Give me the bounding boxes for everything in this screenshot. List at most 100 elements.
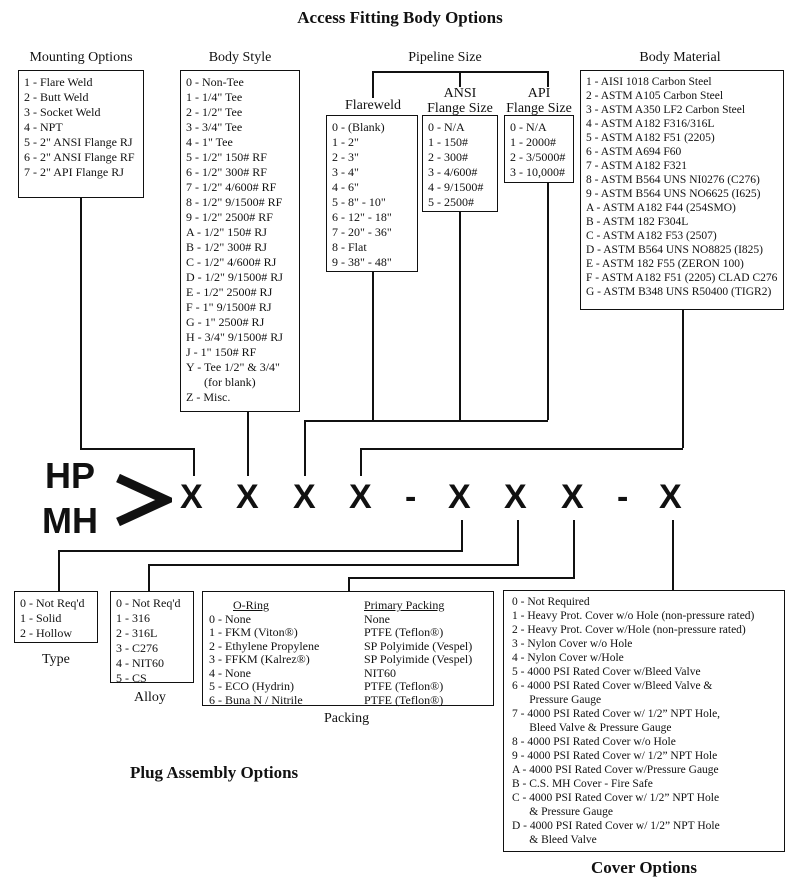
body-style-option: C - 1/2" 4/600# RJ <box>186 255 277 269</box>
api-header-line2: Flange Size <box>506 101 572 116</box>
code-x-packing: X <box>561 478 584 516</box>
cover-option: & Bleed Valve <box>512 834 597 846</box>
body-style-option: D - 1/2" 9/1500# RJ <box>186 270 283 284</box>
body-style-option: Z - Misc. <box>186 390 231 404</box>
body-material-option: 1 - AISI 1018 Carbon Steel <box>586 76 712 88</box>
code-dash-1: - <box>405 478 417 516</box>
connector-body-style <box>247 412 249 476</box>
connector-packing-v <box>573 520 575 578</box>
ansi-option: 0 - N/A <box>428 120 465 134</box>
cover-options-title: Cover Options <box>591 858 697 877</box>
flareweld-option: 4 - 6" <box>332 180 359 194</box>
cover-option: 1 - Heavy Prot. Cover w/o Hole (non-pres… <box>512 610 755 622</box>
mounting-option: 4 - NPT <box>24 120 63 134</box>
pipeline-bracket-right <box>547 71 549 87</box>
body-style-option: 8 - 1/2" 9/1500# RF <box>186 195 283 209</box>
packing-row: 3 - FFKM (Kalrez®) SP Polyimide (Vespel) <box>209 652 473 667</box>
mounting-option: 2 - Butt Weld <box>24 90 89 104</box>
body-material-box: 1 - AISI 1018 Carbon Steel 2 - ASTM A105… <box>580 70 784 310</box>
flareweld-box: 0 - (Blank) 1 - 2" 2 - 3" 3 - 4" 4 - 6" … <box>326 115 418 272</box>
body-style-option: B - 1/2" 300# RJ <box>186 240 267 254</box>
type-option: 1 - Solid <box>20 611 62 625</box>
cover-option: 6 - 4000 PSI Rated Cover w/Bleed Valve & <box>512 680 713 692</box>
packing-cell: SP Polyimide (Vespel) <box>364 652 473 666</box>
cover-option: 4 - Nylon Cover w/Hole <box>512 652 624 664</box>
alloy-option: 1 - 316 <box>116 611 150 625</box>
body-material-option: E - ASTM 182 F55 (ZERON 100) <box>586 258 744 270</box>
ansi-option: 1 - 150# <box>428 135 468 149</box>
connector-mounting <box>80 198 82 448</box>
body-style-option: 2 - 1/2" Tee <box>186 105 243 119</box>
packing-cell: NIT60 <box>364 665 396 680</box>
mounting-option: 1 - Flare Weld <box>24 75 93 89</box>
oring-cell: 0 - None <box>209 611 251 626</box>
packing-row: 6 - Buna N / Nitrile PTFE (Teflon®) <box>209 692 472 708</box>
body-material-option: 8 - ASTM B564 UNS NI0276 (C276) <box>586 174 760 186</box>
code-x-type: X <box>448 478 471 516</box>
ansi-option: 3 - 4/600# <box>428 165 478 179</box>
cover-option: 2 - Heavy Prot. Cover w/Hole (non-pressu… <box>512 624 746 636</box>
body-material-option: 3 - ASTM A350 LF2 Carbon Steel <box>586 104 746 116</box>
packing-cell: SP Polyimide (Vespel) <box>364 638 473 653</box>
oring-cell: 6 - Buna N / Nitrile <box>209 692 303 707</box>
flareweld-option: 6 - 12" - 18" <box>332 210 392 224</box>
connector-material-h <box>360 448 683 450</box>
cover-option: 8 - 4000 PSI Rated Cover w/o Hole <box>512 736 676 748</box>
code-x-cover: X <box>659 478 682 516</box>
pipeline-bracket-mid <box>459 71 461 87</box>
connector-flareweld <box>372 272 374 420</box>
body-style-option: H - 3/4" 9/1500# RJ <box>186 330 283 344</box>
connector-alloy-v <box>517 520 519 565</box>
flareweld-header: Flareweld <box>345 98 401 113</box>
connector-api <box>547 183 549 420</box>
body-material-option: C - ASTM A182 F53 (2507) <box>586 230 717 242</box>
type-caption: Type <box>42 652 70 667</box>
type-option: 0 - Not Req'd <box>20 596 85 610</box>
pipeline-bracket-left <box>372 71 374 98</box>
api-option: 3 - 10,000# <box>510 165 565 179</box>
code-dash-2: - <box>617 478 629 516</box>
ansi-option: 2 - 300# <box>428 150 468 164</box>
body-material-option: G - ASTM B348 UNS R50400 (TIGR2) <box>586 286 772 298</box>
body-style-option: 9 - 1/2" 2500# RF <box>186 210 273 224</box>
oring-cell: 3 - FFKM (Kalrez®) <box>209 652 310 666</box>
body-material-option: 2 - ASTM A105 Carbon Steel <box>586 90 724 102</box>
api-option: 2 - 3/5000# <box>510 150 566 164</box>
prefix-mh: MH <box>42 500 98 541</box>
mounting-option: 5 - 2" ANSI Flange RJ <box>24 135 133 149</box>
connector-packing-down <box>348 577 350 592</box>
packing-cell: PTFE (Teflon®) <box>364 625 444 639</box>
oring-cell: 4 - None <box>209 665 251 680</box>
cover-option: Bleed Valve & Pressure Gauge <box>512 722 672 734</box>
connector-cover <box>672 520 674 590</box>
flareweld-option: 3 - 4" <box>332 165 359 179</box>
connector-pipeline-v <box>304 420 306 476</box>
oring-header: O-Ring <box>233 598 269 612</box>
mounting-option: 7 - 2" API Flange RJ <box>24 165 124 179</box>
body-material-header: Body Material <box>639 50 721 65</box>
flareweld-option: 2 - 3" <box>332 150 359 164</box>
cover-option: A - 4000 PSI Rated Cover w/Pressure Gaug… <box>512 764 719 776</box>
body-style-option: (for blank) <box>186 375 256 389</box>
body-style-option: A - 1/2" 150# RJ <box>186 225 267 239</box>
body-style-option: Y - Tee 1/2" & 3/4" <box>186 360 280 374</box>
flareweld-option: 8 - Flat <box>332 240 367 254</box>
connector-type-down <box>58 550 60 592</box>
body-style-option: 5 - 1/2" 150# RF <box>186 150 267 164</box>
cover-option: D - 4000 PSI Rated Cover w/ 1/2” NPT Hol… <box>512 820 720 832</box>
connector-type-h <box>58 550 463 552</box>
alloy-option: 0 - Not Req'd <box>116 596 181 610</box>
body-material-option: 6 - ASTM A694 F60 <box>586 146 682 158</box>
plug-assembly-title: Plug Assembly Options <box>130 763 299 782</box>
connector-material <box>682 310 684 448</box>
flareweld-option: 1 - 2" <box>332 135 359 149</box>
packing-cell: PTFE (Teflon®) <box>364 692 444 707</box>
cover-options-box: 0 - Not Required 1 - Heavy Prot. Cover w… <box>503 590 785 852</box>
body-style-option: 0 - Non-Tee <box>186 75 244 89</box>
alloy-option: 5 - CS <box>116 671 147 685</box>
mounting-option: 3 - Socket Weld <box>24 105 101 119</box>
arrow-symbol <box>112 470 177 535</box>
